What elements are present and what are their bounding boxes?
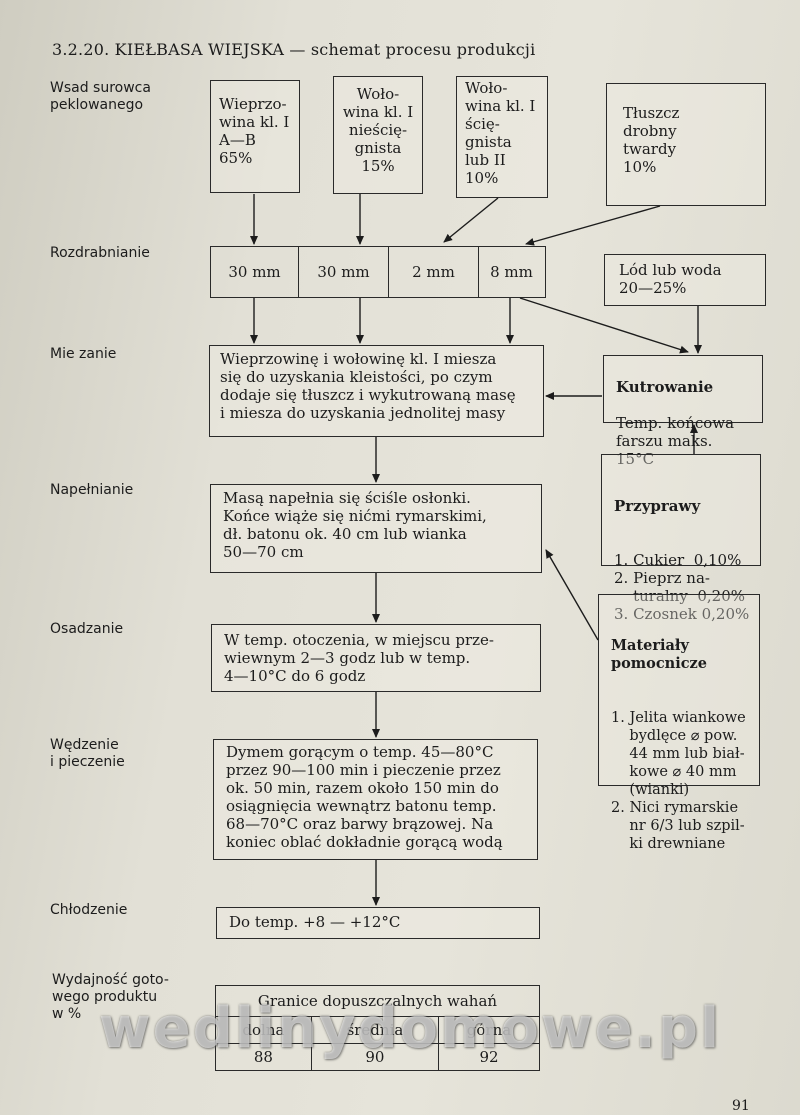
grinding-cell: 8 mm bbox=[490, 263, 533, 281]
yield-col-srednia: średnia bbox=[310, 1016, 440, 1044]
stage-label-napelnianie: Napełnianie bbox=[50, 482, 134, 498]
stage-label-rozdrabnianie: Rozdrabnianie bbox=[50, 245, 150, 261]
stage-label-mieszanie: Mie zanie bbox=[50, 346, 117, 362]
stage-label-chlodzenie: Chłodzenie bbox=[50, 902, 128, 918]
kutrowanie-text: Temp. końcowa farszu maks. 15°C bbox=[616, 414, 735, 468]
cooling-step-box: Do temp. +8 — +12°C bbox=[216, 907, 540, 939]
stage-label-wsad: Wsad surowca peklowanego bbox=[50, 80, 151, 113]
yield-table-header: Granice dopuszczalnych wahań bbox=[215, 985, 540, 1017]
page-number: 91 bbox=[732, 1098, 750, 1114]
auxiliary-materials-text: 1. Jelita wiankowe bydlęce ⌀ pow. 44 mm … bbox=[611, 710, 746, 852]
grinding-cell: 2 mm bbox=[389, 247, 479, 297]
yield-table: Granice dopuszczalnych wahań dolna średn… bbox=[215, 985, 540, 1071]
arrow bbox=[443, 197, 499, 243]
grinding-cell: 30 mm bbox=[299, 247, 389, 297]
auxiliary-materials-box: Materiały pomocnicze 1. Jelita wiankowe … bbox=[598, 594, 760, 852]
input-box-wolowina-nieściegnista: Woło- wina kl. I nieścię- gnista 15% bbox=[333, 76, 423, 194]
spices-text: 1. Cukier 0,10% 2. Pieprz na- turalny 0,… bbox=[614, 551, 750, 623]
stage-label-wydajnosc: Wydajność goto- wego produktu w % bbox=[52, 972, 169, 1022]
filling-step-box: Masą napełnia się ściśle osłonki. Końce … bbox=[210, 484, 542, 573]
grinding-row: 30 mm 30 mm 2 mm 8 mm bbox=[210, 246, 546, 298]
spices-box: Przyprawy 1. Cukier 0,10% 2. Pieprz na- … bbox=[601, 454, 761, 623]
yield-value-dolna: 88 bbox=[215, 1043, 312, 1071]
auxiliary-materials-title: Materiały pomocnicze bbox=[611, 637, 707, 672]
mixing-step-box: Wieprzowinę i wołowinę kl. I miesza się … bbox=[209, 345, 544, 437]
ice-water-box: Lód lub woda 20—25% bbox=[604, 254, 766, 306]
yield-value-srednia: 90 bbox=[310, 1043, 440, 1071]
arrow bbox=[519, 297, 689, 354]
stage-label-wedzenie: Wędzenie i pieczenie bbox=[50, 737, 125, 770]
settling-step-box: W temp. otoczenia, w miejscu prze- wiewn… bbox=[211, 624, 541, 692]
yield-col-dolna: dolna bbox=[215, 1016, 312, 1044]
spices-title: Przyprawy bbox=[614, 497, 701, 515]
grinding-cell: 30 mm bbox=[211, 247, 299, 297]
input-box-wieprzowina: Wieprzo- wina kl. I A—B 65% bbox=[210, 80, 300, 193]
stage-label-osadzanie: Osadzanie bbox=[50, 621, 124, 637]
arrow bbox=[545, 549, 599, 641]
yield-value-gorna: 92 bbox=[438, 1043, 540, 1071]
page-title: 3.2.20. KIEŁBASA WIEJSKA — schemat proce… bbox=[52, 40, 536, 59]
smoking-step-box: Dymem gorącym o temp. 45—80°C przez 90—1… bbox=[213, 739, 538, 860]
arrow bbox=[525, 205, 661, 246]
input-box-wolowina-sciegnista: Woło- wina kl. I ścię- gnista lub II 10% bbox=[456, 76, 548, 198]
kutrowanie-box: Kutrowanie Temp. końcowa farszu maks. 15… bbox=[603, 355, 763, 468]
input-box-tluszcz: Tłuszcz drobny twardy 10% bbox=[606, 83, 766, 206]
kutrowanie-title: Kutrowanie bbox=[616, 378, 714, 396]
